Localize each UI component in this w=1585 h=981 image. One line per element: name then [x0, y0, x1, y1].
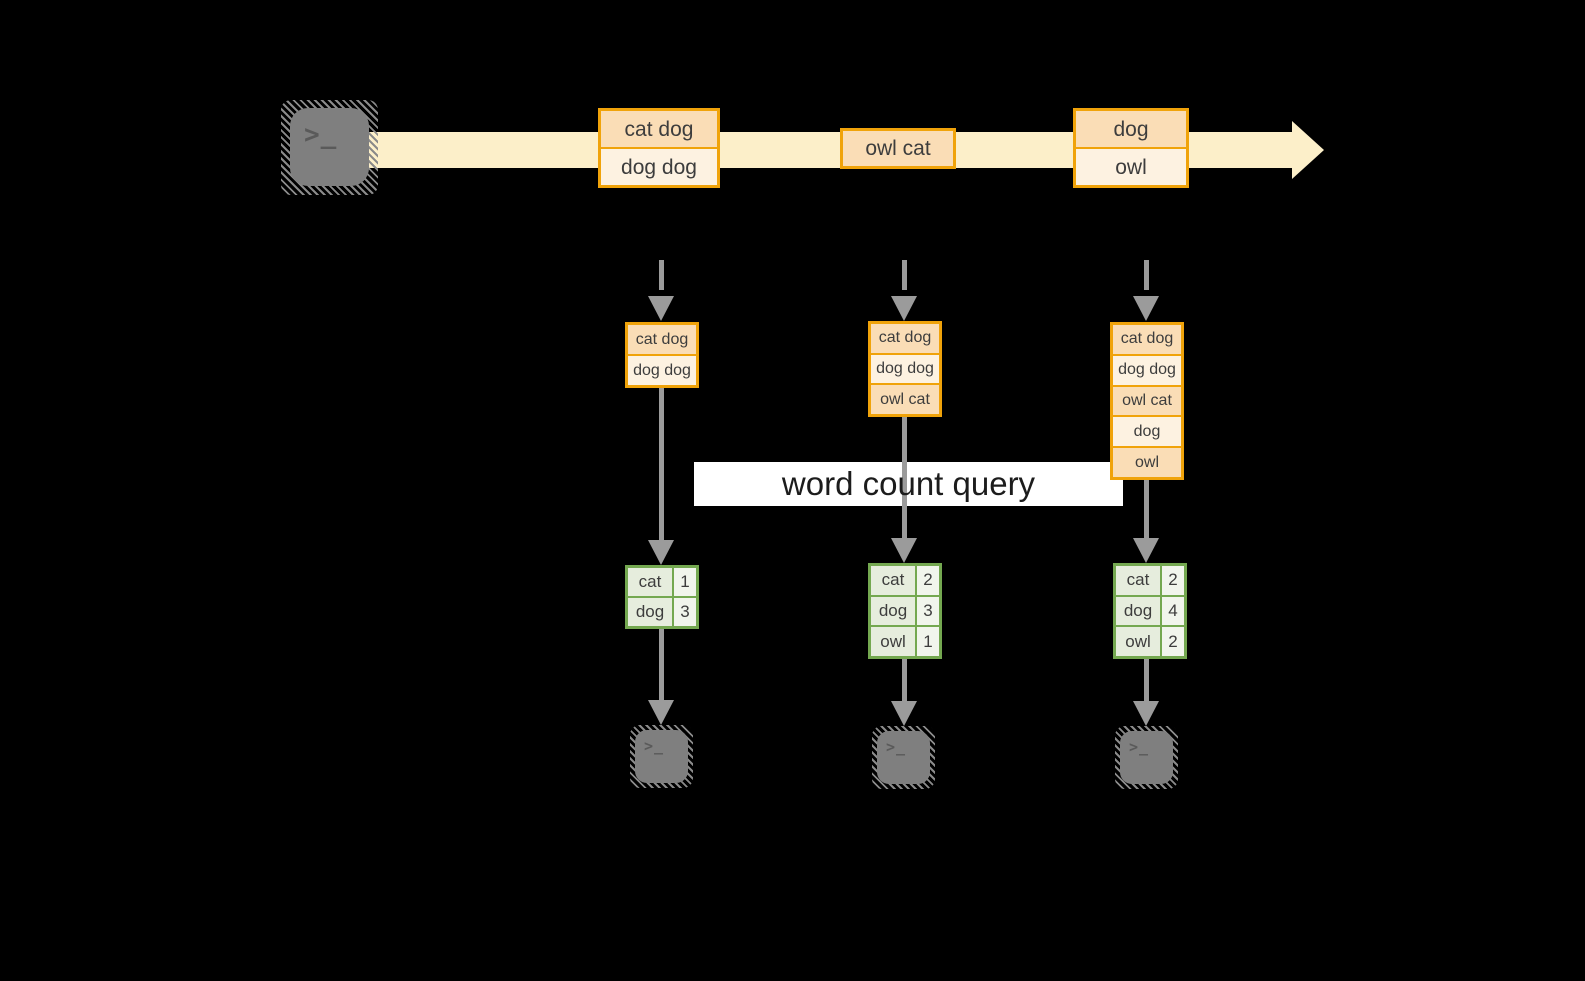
result-word: cat	[628, 568, 674, 596]
output-arrowhead-1-icon	[648, 700, 674, 725]
result-row: cat 2	[1116, 566, 1184, 595]
terminal-prompt-icon: >_	[886, 738, 907, 756]
output-arrowhead-2-icon	[891, 701, 917, 726]
query-arrowhead-2-icon	[891, 538, 917, 563]
trigger-arrowhead-2-icon	[891, 296, 917, 321]
input-row: dog dog	[871, 352, 939, 384]
batch-line: cat dog	[601, 111, 717, 147]
output-arrow-line-1	[659, 629, 664, 703]
output-arrow-line-2	[902, 658, 907, 703]
query-arrowhead-3-icon	[1133, 538, 1159, 563]
timeline-batch-2: owl cat	[840, 128, 956, 169]
output-arrow-line-3	[1144, 658, 1149, 703]
batch-line: dog dog	[601, 147, 717, 185]
trigger-dash-2	[902, 260, 907, 290]
result-row: cat 2	[871, 566, 939, 595]
input-row: cat dog	[871, 324, 939, 353]
result-table-3: cat 2 dog 4 owl 2	[1113, 563, 1187, 659]
trigger-arrowhead-3-icon	[1133, 296, 1159, 321]
result-word: owl	[871, 627, 917, 657]
timeline-batch-3: dog owl	[1073, 108, 1189, 188]
input-row: cat dog	[1113, 325, 1181, 354]
timeline-batch-1: cat dog dog dog	[598, 108, 720, 188]
result-row: dog 4	[1116, 594, 1184, 626]
result-word: cat	[1116, 566, 1162, 595]
input-table-1: cat dog dog dog	[625, 322, 699, 388]
batch-line: owl cat	[843, 131, 953, 166]
input-table-2: cat dog dog dog owl cat	[868, 321, 942, 417]
stream-timeline-arrowhead-icon	[1292, 121, 1324, 179]
result-count: 2	[1162, 566, 1184, 595]
trigger-dash-1	[659, 260, 664, 290]
result-word: dog	[1116, 596, 1162, 626]
terminal-prompt-icon: >_	[304, 120, 338, 150]
sink-terminal-1-icon: >_	[630, 725, 693, 788]
result-row: owl 2	[1116, 625, 1184, 657]
result-row: cat 1	[628, 568, 696, 596]
terminal-prompt-icon: >_	[1129, 738, 1150, 756]
terminal-body: >_	[877, 731, 930, 784]
result-count: 4	[1162, 596, 1184, 626]
result-table-1: cat 1 dog 3	[625, 565, 699, 629]
source-terminal-icon: >_	[281, 100, 378, 195]
query-arrow-line-2	[902, 416, 907, 539]
input-row: dog dog	[628, 354, 696, 385]
result-count: 2	[917, 566, 939, 595]
result-count: 3	[917, 596, 939, 626]
input-row: dog	[1113, 415, 1181, 447]
sink-terminal-2-icon: >_	[872, 726, 935, 789]
output-arrowhead-3-icon	[1133, 701, 1159, 726]
input-row: cat dog	[628, 325, 696, 354]
result-row: dog 3	[871, 594, 939, 626]
result-table-2: cat 2 dog 3 owl 1	[868, 563, 942, 659]
query-arrow-line-1	[659, 387, 664, 541]
result-count: 2	[1162, 627, 1184, 657]
input-table-3: cat dog dog dog owl cat dog owl	[1110, 322, 1184, 480]
terminal-body: >_	[635, 730, 688, 783]
query-label-band	[694, 462, 1123, 506]
result-word: cat	[871, 566, 917, 595]
input-row: owl cat	[1113, 384, 1181, 416]
input-row: owl cat	[871, 383, 939, 415]
result-row: owl 1	[871, 625, 939, 657]
result-count: 3	[674, 598, 696, 626]
input-row: owl	[1113, 446, 1181, 477]
query-label: word count query	[781, 465, 1036, 502]
query-arrow-line-3	[1144, 479, 1149, 539]
trigger-dash-3	[1144, 260, 1149, 290]
result-word: dog	[628, 598, 674, 626]
result-word: owl	[1116, 627, 1162, 657]
terminal-body: >_	[290, 108, 369, 186]
terminal-prompt-icon: >_	[644, 737, 665, 755]
batch-line: dog	[1076, 111, 1186, 147]
terminal-body: >_	[1120, 731, 1173, 784]
result-word: dog	[871, 596, 917, 626]
result-count: 1	[674, 568, 696, 596]
result-count: 1	[917, 627, 939, 657]
query-arrowhead-1-icon	[648, 540, 674, 565]
batch-line: owl	[1076, 147, 1186, 185]
result-row: dog 3	[628, 596, 696, 626]
trigger-arrowhead-1-icon	[648, 296, 674, 321]
input-row: dog dog	[1113, 353, 1181, 385]
sink-terminal-3-icon: >_	[1115, 726, 1178, 789]
